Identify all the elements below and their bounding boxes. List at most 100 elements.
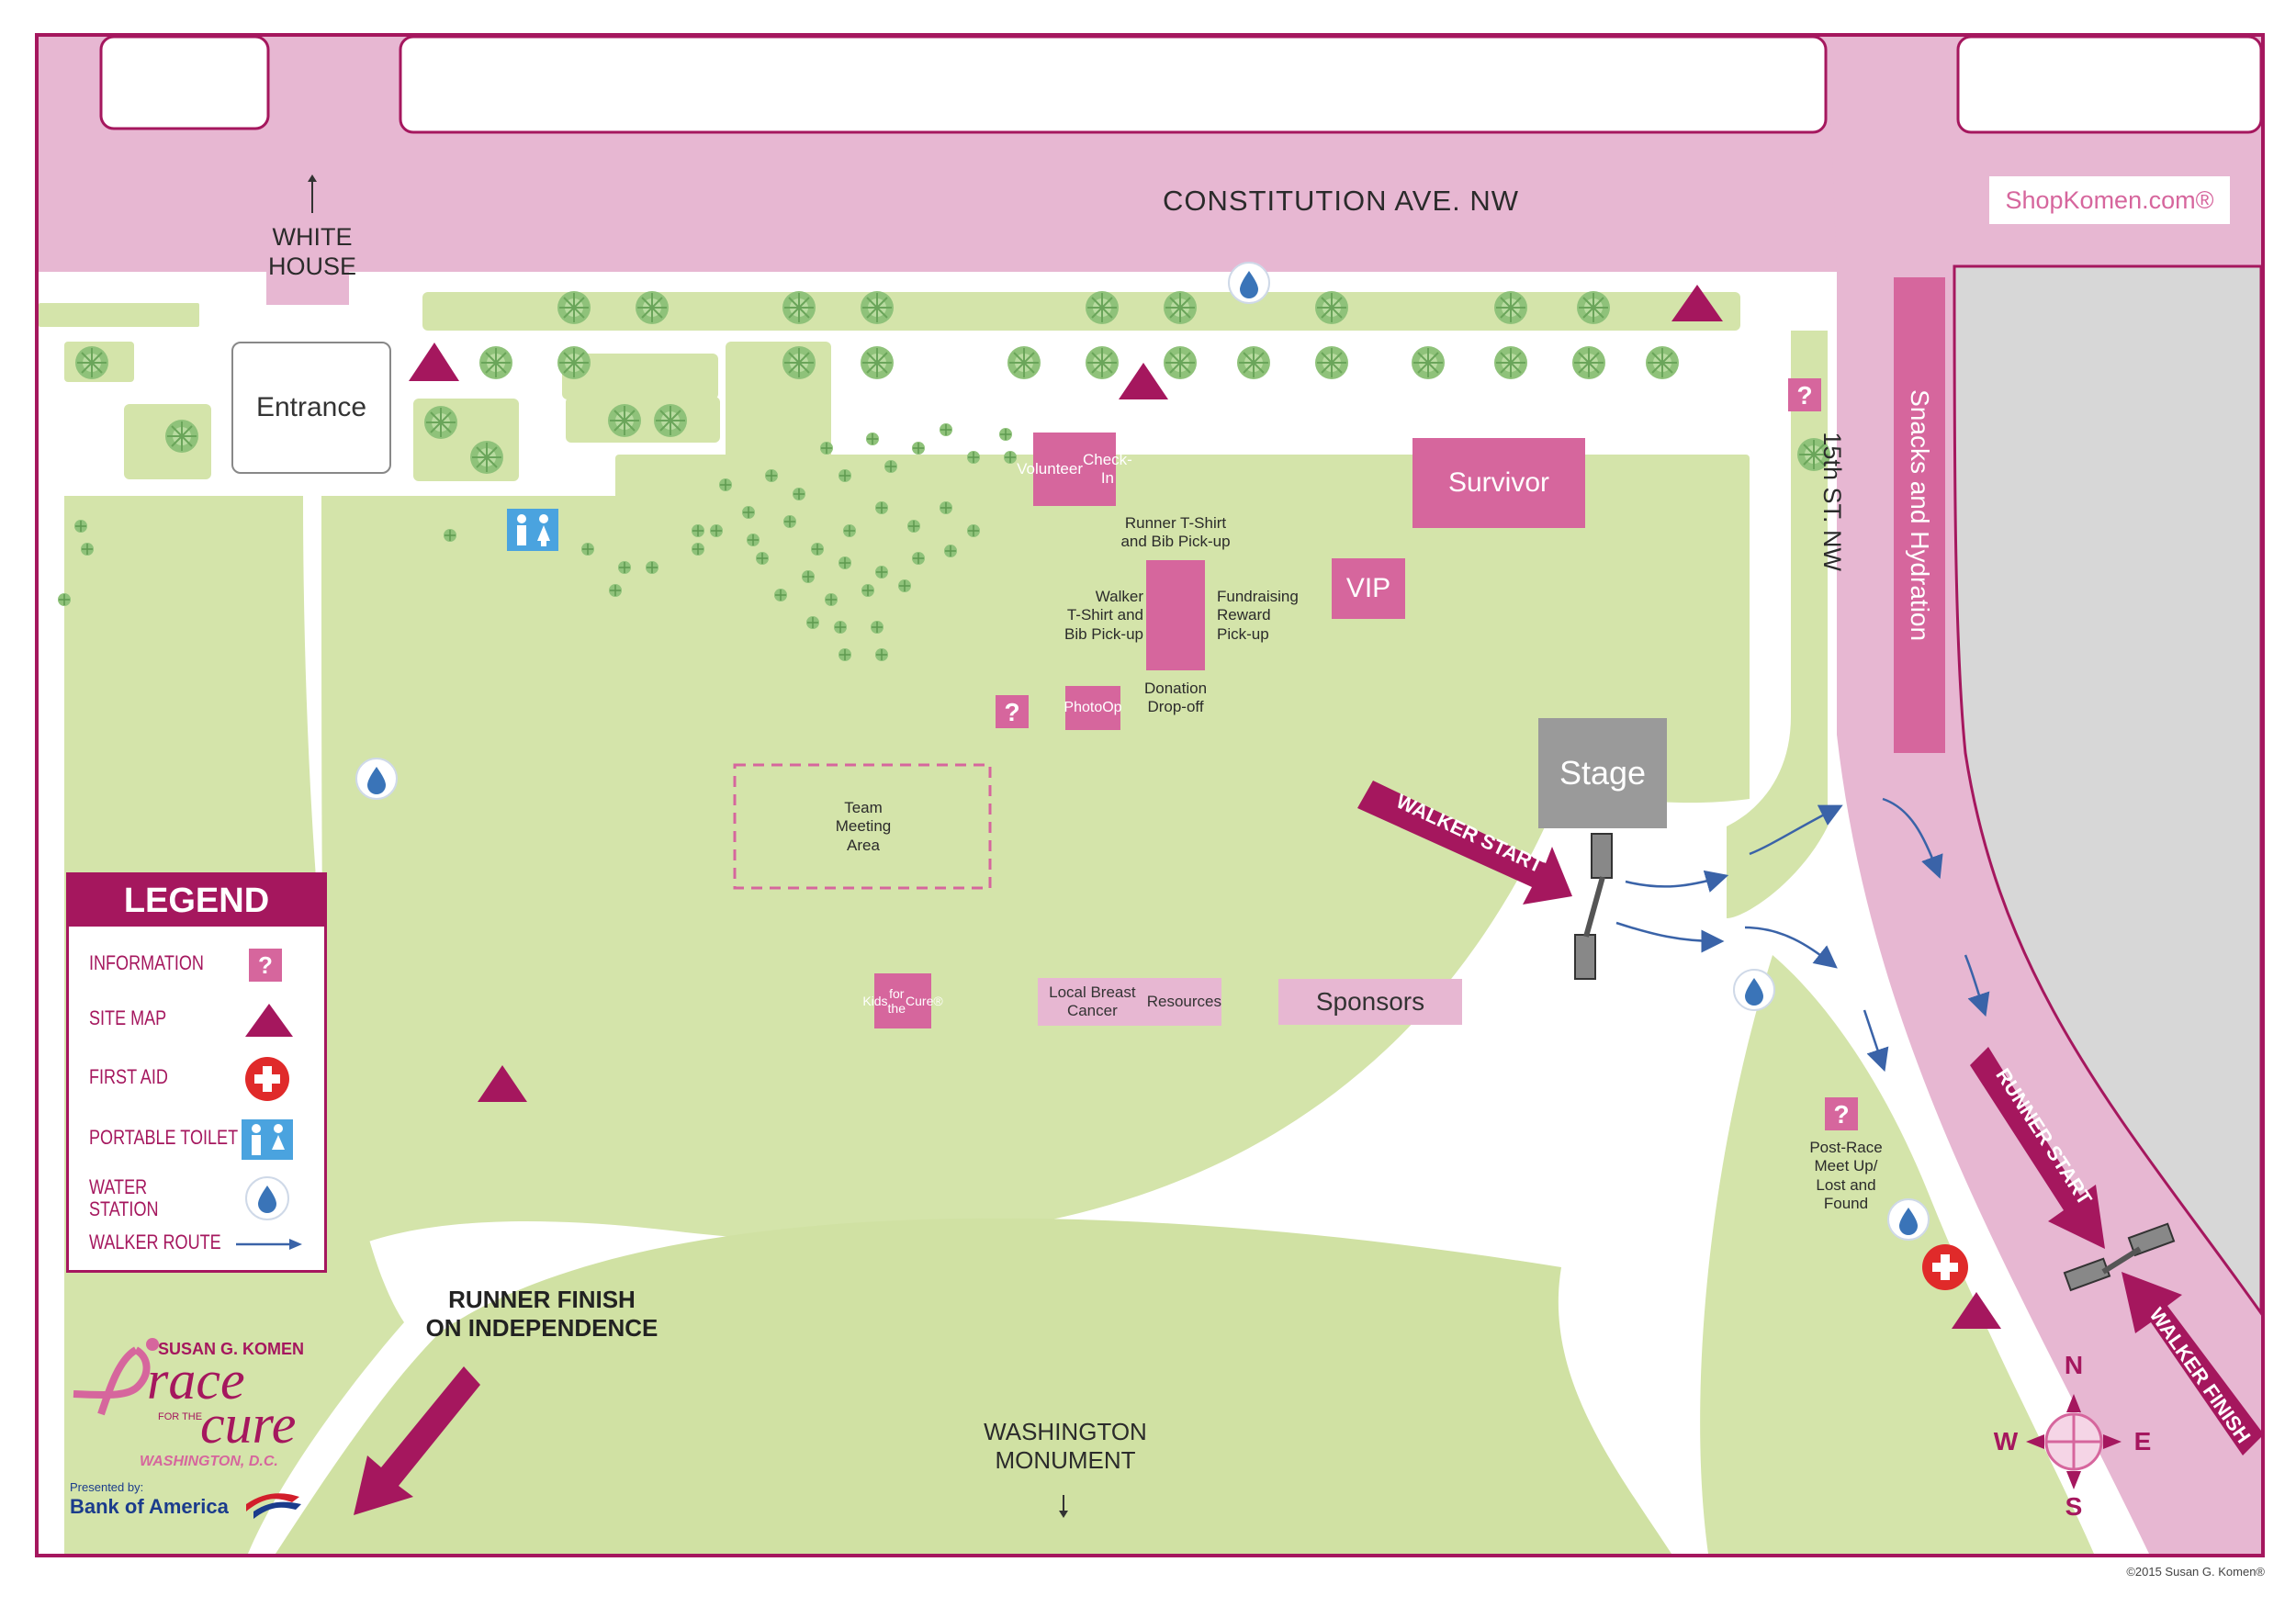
local-line1: Local Breast Cancer	[1049, 983, 1136, 1019]
compass-rose	[2026, 1394, 2122, 1489]
kids-for-the-cure-booth[interactable]: Kids for the Cure®	[862, 973, 943, 1028]
donation-line2: Drop-off	[1147, 698, 1204, 716]
copyright-label: ©2015 Susan G. Komen®	[2126, 1565, 2265, 1579]
post-race-label: Post-Race Meet Up/ Lost and Found	[1791, 1139, 1901, 1214]
legend-water-line2: STATION	[89, 1197, 159, 1221]
white-house-line1: WHITE	[272, 223, 353, 251]
runner-start-arrow	[1970, 1047, 2105, 1249]
information-icon[interactable]: ?	[1788, 378, 1821, 411]
runner-finish-label: RUNNER FINISH ON INDEPENDENCE	[395, 1286, 689, 1343]
snacks-hydration-label: Snacks and Hydration	[1906, 389, 1935, 641]
pickup-booth[interactable]	[1146, 560, 1205, 670]
city-block	[399, 35, 1828, 134]
legend-water-line1: WATER	[89, 1175, 148, 1198]
post-race-line1: Post-Race	[1809, 1139, 1883, 1156]
water-drop-icon	[245, 1176, 289, 1220]
water-drop-icon[interactable]	[1887, 1198, 1930, 1241]
information-icon: ?	[249, 949, 282, 982]
site-map-triangle-icon[interactable]	[478, 1065, 527, 1102]
portable-toilet-icon	[242, 1119, 293, 1160]
legend-label: SITE MAP	[89, 1006, 167, 1029]
race-for-the-cure-logo: SUSAN G. KOMEN race FOR THE cure WASHING…	[110, 1336, 321, 1474]
svg-text:?: ?	[1796, 381, 1812, 410]
fundraising-line2: Reward	[1217, 606, 1271, 624]
map-legend: LEGEND INFORMATION ? SITE MAP FIRST AID …	[66, 872, 327, 1273]
legend-row-water: WATER STATION	[69, 1171, 324, 1226]
logo-for-the: FOR THE	[158, 1411, 203, 1422]
photo-line1: Photo	[1064, 699, 1103, 715]
runner-tshirt-line1: Runner T-Shirt	[1124, 514, 1227, 532]
post-race-line3: Lost and	[1816, 1175, 1876, 1194]
post-race-line2: Meet Up/	[1814, 1157, 1878, 1175]
svg-text:?: ?	[1833, 1100, 1849, 1129]
entrance-booth[interactable]: Entrance	[231, 342, 391, 474]
site-map-triangle-icon[interactable]	[1119, 363, 1168, 399]
svg-text:?: ?	[1004, 698, 1019, 726]
local-line2: Resources	[1146, 993, 1221, 1011]
walker-tshirt-line3: Bib Pick-up	[1064, 624, 1143, 643]
compass-s: S	[2065, 1492, 2083, 1521]
site-map-triangles	[409, 285, 2001, 1329]
runner-finish-line1: RUNNER FINISH	[448, 1286, 636, 1313]
site-map-triangle-icon	[245, 1004, 293, 1037]
photo-op-booth[interactable]: Photo Op	[1064, 686, 1122, 730]
site-map-triangle-icon[interactable]	[1671, 285, 1723, 321]
fifteenth-st-label: 15th ST. NW	[1818, 432, 1847, 571]
stage-booth[interactable]: Stage	[1538, 718, 1667, 828]
logo-race: race	[147, 1350, 245, 1410]
runner-tshirt-label: Runner T-Shirt and Bib Pick-up	[1097, 514, 1254, 552]
logo-cure: cure	[200, 1394, 297, 1455]
legend-label: WATER STATION	[89, 1175, 159, 1221]
finish-mat	[2063, 1222, 2176, 1292]
water-drop-icon[interactable]	[1733, 969, 1775, 1011]
fundraising-line3: Pick-up	[1217, 624, 1269, 643]
team-meeting-label: Team Meeting Area	[808, 799, 918, 855]
walker-tshirt-line1: Walker	[1095, 588, 1143, 605]
information-icon[interactable]: ?	[1825, 1097, 1858, 1130]
walker-finish-arrow	[2122, 1272, 2264, 1455]
walker-start-arrow	[1357, 781, 1572, 905]
logo-brand: SUSAN G. KOMEN	[158, 1340, 305, 1358]
team-meeting-area-outline	[733, 763, 992, 890]
volunteer-checkin-booth[interactable]: Volunteer Check-In	[1017, 433, 1132, 506]
presented-by-label: Presented by:	[70, 1480, 144, 1494]
parking-lot	[1953, 264, 2263, 1318]
vip-booth[interactable]: VIP	[1332, 558, 1405, 619]
donation-label: Donation Drop-off	[1125, 680, 1226, 717]
first-aid-icon[interactable]	[1922, 1244, 1968, 1290]
walker-route	[1615, 797, 1990, 1073]
monument-line1: WASHINGTON	[984, 1418, 1147, 1445]
fundraising-line1: Fundraising	[1217, 588, 1299, 605]
snacks-hydration-booth[interactable]: Snacks and Hydration	[1894, 277, 1945, 753]
site-map-triangle-icon[interactable]	[409, 343, 459, 381]
portable-toilet-icon[interactable]	[507, 509, 558, 551]
sponsors-booth[interactable]: Sponsors	[1278, 979, 1462, 1025]
shop-komen-link[interactable]: ShopKomen.com®	[1989, 176, 2230, 224]
runner-finish-arrow	[354, 1366, 480, 1515]
legend-label: FIRST AID	[89, 1065, 168, 1088]
runner-tshirt-line2: and Bib Pick-up	[1120, 533, 1231, 551]
legend-row-walker-route: WALKER ROUTE	[69, 1224, 324, 1279]
local-resources-booth[interactable]: Local Breast Cancer Resources	[1038, 978, 1221, 1026]
runner-finish-line2: ON INDEPENDENCE	[425, 1314, 658, 1343]
white-house-label: WHITE HOUSE	[239, 222, 386, 282]
legend-row-site-map: SITE MAP	[69, 995, 324, 1050]
water-drop-icon[interactable]	[1228, 262, 1270, 304]
legend-title: LEGEND	[69, 875, 324, 927]
legend-row-toilet: PORTABLE TOILET	[69, 1110, 324, 1165]
legend-label: INFORMATION	[89, 951, 204, 974]
information-icon[interactable]: ?	[996, 695, 1029, 728]
kids-line3: Cure®	[906, 993, 943, 1008]
site-map-triangle-icon[interactable]	[1952, 1292, 2001, 1329]
compass-w: W	[1993, 1427, 2019, 1455]
walker-route-arrow-icon	[236, 1239, 302, 1250]
water-drop-icon[interactable]	[355, 758, 398, 800]
volunteer-line2: Check-In	[1083, 451, 1132, 487]
survivor-booth[interactable]: Survivor	[1412, 438, 1585, 528]
post-race-line4: Found	[1823, 1195, 1869, 1213]
city-block	[99, 35, 270, 130]
legend-label: PORTABLE TOILET	[89, 1126, 239, 1149]
legend-row-first-aid: FIRST AID	[69, 1051, 324, 1107]
washington-monument-label: WASHINGTON MONUMENT	[937, 1418, 1194, 1475]
team-line2: Meeting	[835, 817, 892, 836]
